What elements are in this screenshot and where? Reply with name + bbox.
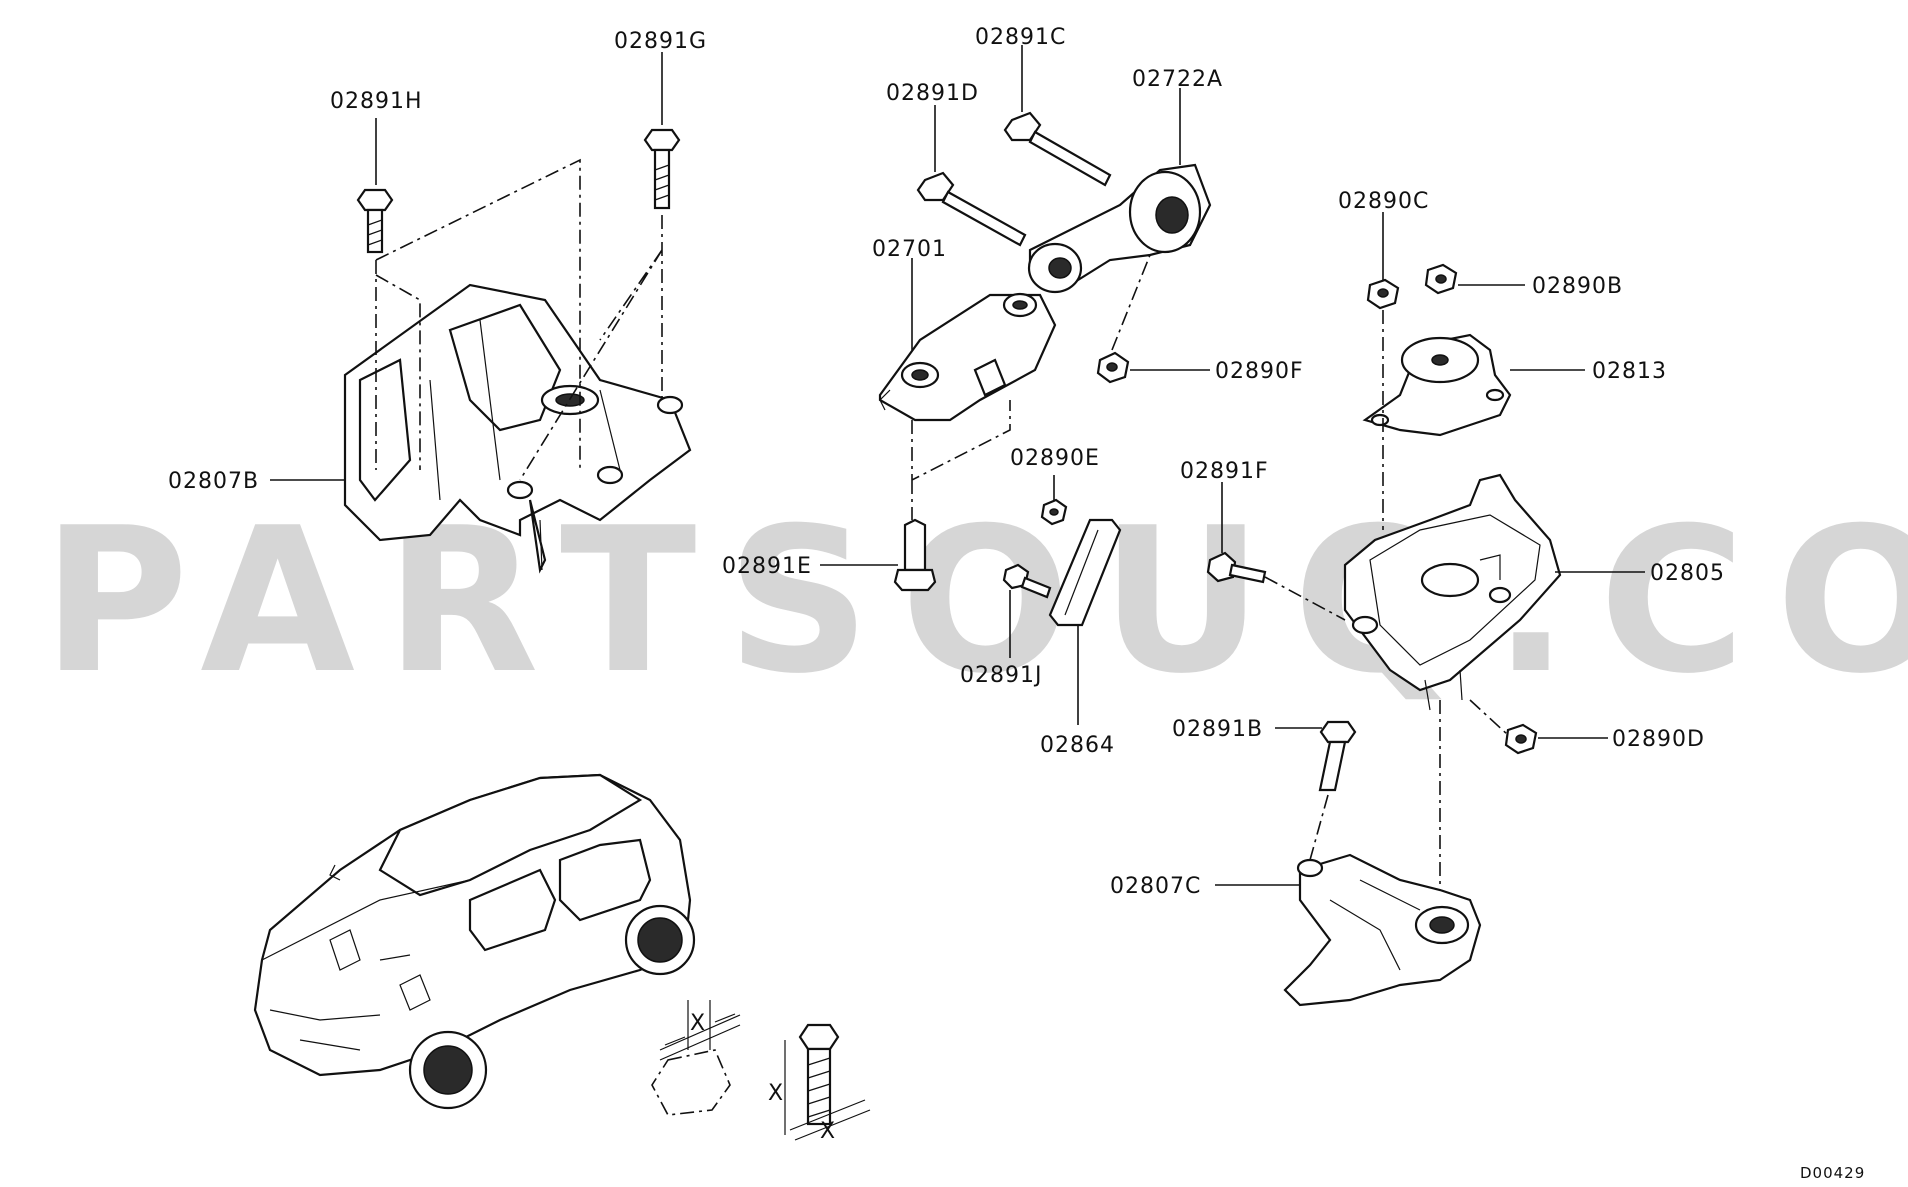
watermark-text: PARTSOUQ.COM [42, 485, 1908, 718]
diagram-code: D00429 [1800, 1164, 1865, 1182]
dimension-x-nut: X [690, 1011, 706, 1036]
part-02864-strap[interactable] [1048, 518, 1122, 627]
part-02701-bracket[interactable] [878, 292, 1057, 422]
bolt-02891E[interactable] [893, 518, 937, 592]
bolt-02891C[interactable] [1003, 111, 1112, 187]
bolt-02891B[interactable] [1318, 720, 1357, 792]
nut-02890B[interactable] [1424, 263, 1458, 295]
dimension-x-bolt-length: X [768, 1081, 784, 1106]
label-02891J[interactable]: 02891J [960, 663, 1042, 688]
label-02890E[interactable]: 02890E [1010, 446, 1100, 471]
label-02891B[interactable]: 02891B [1172, 717, 1263, 742]
label-02891D[interactable]: 02891D [886, 81, 979, 106]
part-02722A-torque-rod[interactable] [1027, 163, 1212, 294]
nut-02890C[interactable] [1366, 278, 1400, 310]
nut-02890D[interactable] [1504, 723, 1538, 755]
label-02890F[interactable]: 02890F [1215, 359, 1304, 384]
label-02891G[interactable]: 02891G [614, 29, 707, 54]
part-02813-mount[interactable] [1362, 333, 1512, 437]
bolt-02891D[interactable] [916, 171, 1027, 247]
label-02890D[interactable]: 02890D [1612, 727, 1705, 752]
label-02891H[interactable]: 02891H [330, 89, 423, 114]
bolt-02891G[interactable] [643, 128, 681, 210]
bolt-02891F[interactable] [1206, 551, 1267, 584]
dimension-x-bolt-thread: X [820, 1119, 836, 1144]
label-02807C[interactable]: 02807C [1110, 874, 1201, 899]
label-02891F[interactable]: 02891F [1180, 459, 1269, 484]
label-02807B[interactable]: 02807B [168, 469, 259, 494]
label-02890B[interactable]: 02890B [1532, 274, 1623, 299]
part-02807B-mount[interactable] [343, 283, 692, 574]
label-02864[interactable]: 02864 [1040, 733, 1115, 758]
nut-02890E[interactable] [1040, 498, 1068, 526]
bolt-02891J[interactable] [1002, 563, 1052, 599]
label-02701[interactable]: 02701 [872, 237, 947, 262]
part-02805-tray[interactable] [1343, 473, 1562, 711]
label-02890C[interactable]: 02890C [1338, 189, 1429, 214]
bolt-dimension-detail [784, 1023, 871, 1141]
part-02807C-bracket[interactable] [1283, 853, 1482, 1007]
label-02813[interactable]: 02813 [1592, 359, 1667, 384]
nut-dimension-detail [651, 1000, 741, 1116]
label-02805[interactable]: 02805 [1650, 561, 1725, 586]
label-02722A[interactable]: 02722A [1132, 67, 1223, 92]
bolt-02891H[interactable] [356, 188, 394, 254]
label-02891C[interactable]: 02891C [975, 25, 1066, 50]
car-illustration [253, 773, 696, 1110]
label-02891E[interactable]: 02891E [722, 554, 812, 579]
nut-02890F[interactable] [1096, 351, 1130, 384]
